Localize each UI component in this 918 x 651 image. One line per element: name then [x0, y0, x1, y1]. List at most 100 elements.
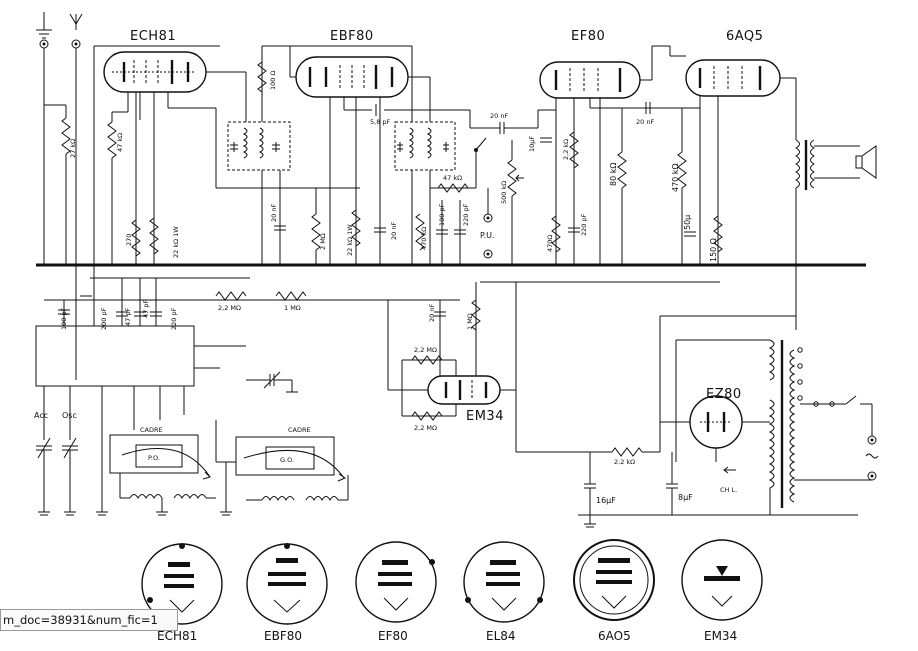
- tube-base-ef80: [355, 541, 437, 623]
- status-url-tooltip: m_doc=38931&num_fic=1: [0, 609, 178, 631]
- trimmer-capacitor: [246, 371, 298, 393]
- label-r27k: 27 kΩ: [69, 139, 77, 158]
- label-r470: 470Ω: [546, 235, 554, 252]
- label-c20n-e: 20 nF: [428, 304, 436, 322]
- resistor-270: [131, 219, 141, 257]
- label-r80k: 80 kΩ: [609, 163, 618, 186]
- label-r470k-b: 470 kΩ: [671, 163, 680, 192]
- resistor-80k: [617, 108, 627, 265]
- label-go: G.O.: [280, 456, 294, 464]
- resistor-22k-1w-b: [351, 209, 361, 247]
- label-c220p-b: 220 pF: [580, 213, 588, 236]
- label-osc: Osc: [62, 411, 77, 420]
- capacitor-220pf: [454, 200, 466, 265]
- capacitor-20nf-a: [274, 225, 286, 231]
- capacitor-100pf: [436, 200, 448, 265]
- capacitor-200pf: [80, 295, 92, 301]
- base-label-el84: EL84: [486, 629, 516, 643]
- capacitor-20nf-e: [434, 311, 446, 317]
- tube-6aq5: [685, 59, 781, 97]
- ferrite-antenna-go: [235, 436, 349, 502]
- label-c20n-d: 20 nF: [636, 118, 654, 126]
- resistor-2k2-b: [611, 447, 643, 457]
- base-label-6ao5: 6AO5: [598, 629, 631, 643]
- label-c20n-c: 20 nF: [490, 112, 508, 120]
- label-chl: CH L.: [720, 486, 737, 494]
- resistor-27k: [44, 104, 71, 265]
- label-r100: 100 Ω: [269, 71, 277, 90]
- capacitor-16uf: [584, 483, 596, 528]
- mains-transformer: [768, 339, 879, 515]
- capacitor-20nf-d: [645, 102, 651, 114]
- label-r2m-a: 2 MΩ: [319, 233, 327, 250]
- capacitor-8uf: [666, 483, 678, 515]
- tube-label-ez80: EZ80: [706, 387, 742, 402]
- resistor-150: [713, 215, 723, 253]
- tube-label-em34: EM34: [466, 409, 504, 424]
- tube-ez80: [689, 395, 743, 449]
- capacitor-20nf-c: [470, 122, 538, 134]
- tube-base-el84: [463, 541, 545, 623]
- tube-base-6ao5: [573, 539, 655, 621]
- label-c220p-c: 220 pF: [170, 307, 178, 330]
- base-label-ech81: ECH81: [157, 629, 197, 643]
- label-r2k2: 2,2 kΩ: [562, 139, 570, 160]
- tube-label-ech81: ECH81: [130, 29, 176, 44]
- label-r47k: 47 kΩ: [116, 133, 124, 152]
- capacitor-100pf-b: [58, 300, 70, 326]
- if-transformer-2: [394, 121, 456, 171]
- tube-ebf80: [295, 56, 409, 98]
- tube-ef80: [539, 61, 641, 99]
- resistor-100: [257, 61, 267, 93]
- resistor-47k-b: [437, 183, 469, 193]
- resistor-1m-b: [471, 299, 481, 331]
- label-r47k-b: 47 kΩ: [443, 174, 462, 182]
- earth-terminal: [36, 12, 52, 265]
- resistor-1m-a: [275, 291, 307, 301]
- capacitor-10uf: [540, 137, 552, 143]
- coil-block: [35, 300, 246, 387]
- label-po: P.O.: [148, 454, 160, 462]
- label-pu: P.U.: [480, 231, 495, 240]
- resistor-470k-b: [677, 151, 687, 265]
- base-label-ef80: EF80: [378, 629, 408, 643]
- label-r470k: 470 kΩ: [420, 227, 428, 250]
- label-c8u: 8µF: [678, 493, 693, 502]
- tube-base-ebf80: [246, 543, 328, 625]
- label-r2k2-b: 2,2 kΩ: [614, 458, 635, 466]
- if-transformer-1: [227, 121, 291, 171]
- resistor-2m2-a: [215, 291, 247, 301]
- label-r2m2-c: 2,2 MΩ: [414, 424, 437, 432]
- tube-base-ech81: [141, 543, 223, 625]
- ferrite-antenna-po: [109, 434, 216, 512]
- label-acc: Acc: [34, 411, 48, 420]
- capacitor-220pf-c: [150, 278, 162, 326]
- tube-base-em34: [681, 539, 763, 621]
- capacitor-5-8pf: [375, 104, 381, 116]
- tube-label-ebf80: EBF80: [330, 29, 374, 44]
- label-c10u: 10µF: [528, 136, 536, 152]
- label-r1m-a: 1 MΩ: [284, 304, 301, 312]
- capacitor-47pf-b: [134, 278, 146, 326]
- label-c50u: 50µ: [683, 215, 692, 230]
- tube-label-ef80: EF80: [571, 29, 605, 44]
- label-pot500k: 500 kΩ: [500, 181, 508, 204]
- label-c5p8: 5,8 pF: [370, 118, 391, 126]
- label-c47p: 47 pF: [124, 308, 132, 326]
- capacitor-220pf-b: [568, 227, 580, 233]
- pu-input: [483, 188, 493, 259]
- label-c20n-b: 20 nF: [390, 222, 398, 240]
- label-r1m-b: 1 MΩ: [466, 313, 474, 330]
- label-c100p: 100 pF: [438, 203, 446, 226]
- label-r22k1w-b: 22 kΩ 1W: [346, 224, 354, 256]
- label-c200p: 200 pF: [100, 307, 108, 330]
- base-label-em34: EM34: [704, 629, 737, 643]
- resistor-47k: [107, 111, 128, 265]
- label-cadre2: CADRE: [288, 426, 311, 434]
- variable-capacitor-acc: [36, 386, 52, 512]
- antenna-terminal: [69, 13, 83, 380]
- variable-capacitor-osc: [62, 386, 78, 512]
- resistor-22k-1w: [149, 217, 159, 255]
- capacitor-47pf: [116, 278, 128, 326]
